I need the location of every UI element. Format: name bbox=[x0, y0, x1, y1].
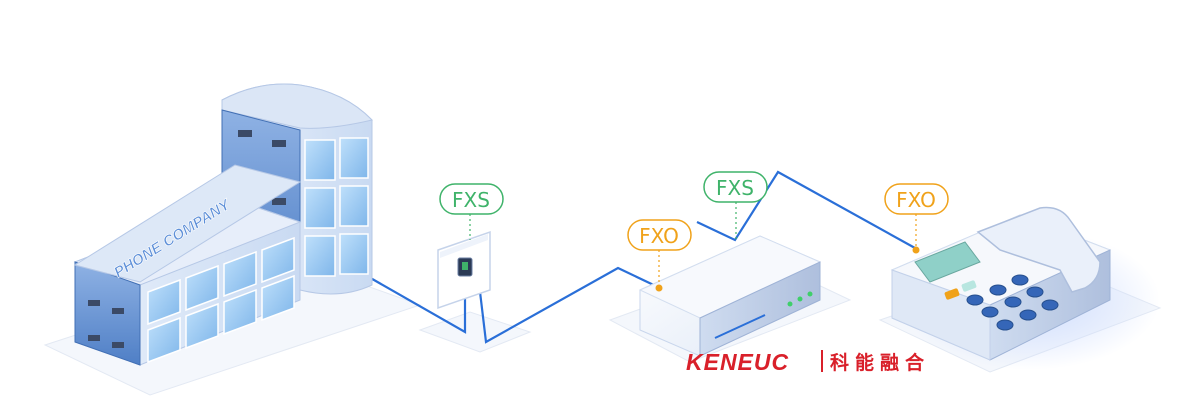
fxo-label-gateway: FXO bbox=[627, 219, 692, 292]
tower-glass bbox=[304, 137, 369, 277]
phone-company-building: PHONE COMPANY bbox=[73, 83, 373, 366]
phone-key-orange bbox=[944, 288, 960, 300]
fxs-label-gateway-text: FXS bbox=[716, 176, 754, 200]
cable-wall-to-gateway bbox=[476, 266, 661, 344]
phone-display bbox=[914, 241, 981, 283]
voip-gateway bbox=[638, 235, 822, 357]
port-labels: FXS FXO FXS FXO bbox=[439, 171, 949, 292]
phone-keypad bbox=[966, 274, 1059, 331]
fxo-label-phone-text: FXO bbox=[896, 188, 936, 212]
brand-name-en: KENEUC bbox=[686, 349, 789, 375]
telephone bbox=[890, 206, 1160, 370]
brand-logo: KENEUC 科能融合 bbox=[686, 349, 930, 375]
cable-gateway-to-phone bbox=[696, 170, 916, 249]
fxs-label-wall: FXS bbox=[439, 183, 504, 240]
fxs-label-wall-text: FXS bbox=[452, 188, 490, 212]
phone-handset bbox=[976, 206, 1101, 293]
brand-name-cn: 科能融合 bbox=[830, 351, 930, 374]
fxo-label-phone: FXO bbox=[884, 183, 949, 254]
wall-jack bbox=[437, 230, 491, 310]
fxo-label-gateway-text: FXO bbox=[639, 224, 679, 248]
gateway-status-leds bbox=[787, 291, 813, 307]
fxs-label-gateway: FXS bbox=[703, 171, 768, 240]
